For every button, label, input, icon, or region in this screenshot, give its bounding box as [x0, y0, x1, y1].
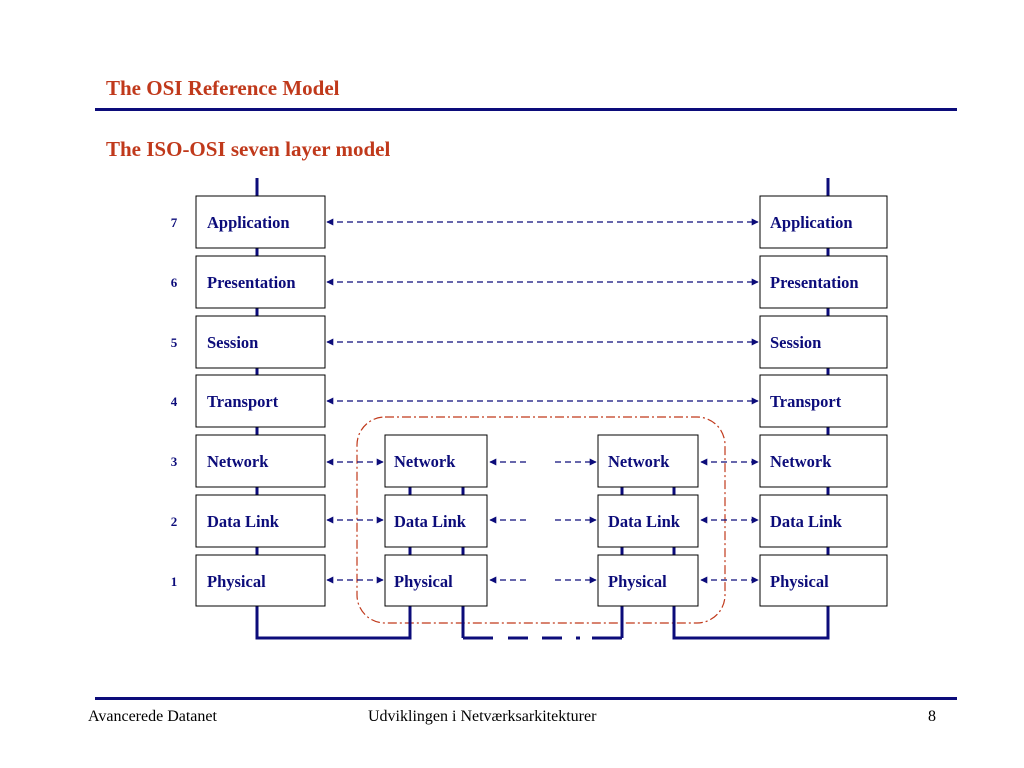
- layer-box: [759, 315, 888, 369]
- layer-box: [195, 315, 326, 369]
- layer-box: [759, 255, 888, 309]
- right-host-layer-network: Network: [759, 434, 888, 488]
- layer-label: Application: [207, 213, 290, 232]
- layer-label: Network: [207, 452, 269, 471]
- router-a-stack: Network Data Link Physical: [384, 434, 488, 607]
- layer-label: Transport: [207, 392, 279, 411]
- left-host-layer-physical: Physical: [195, 554, 326, 607]
- slide-title: The OSI Reference Model: [106, 76, 340, 100]
- layer-box: [384, 554, 488, 607]
- router-b-layer-network: Network: [597, 434, 699, 488]
- layer-label: Data Link: [770, 512, 843, 531]
- layer-label: Data Link: [207, 512, 280, 531]
- right-host-layer-physical: Physical: [759, 554, 888, 607]
- layer-box: [195, 554, 326, 607]
- layer-label: Presentation: [207, 273, 296, 292]
- layer-box: [195, 374, 326, 428]
- router-a-layer-network: Network: [384, 434, 488, 488]
- layer-label: Presentation: [770, 273, 859, 292]
- layer-numbers: 7 6 5 4 3 2 1: [171, 215, 178, 589]
- left-host-layer-session: Session: [195, 315, 326, 369]
- layer-number-3: 3: [171, 454, 178, 469]
- layer-label: Physical: [770, 572, 829, 591]
- layer-label: Network: [394, 452, 456, 471]
- left-host-layer-presentation: Presentation: [195, 255, 326, 309]
- left-host-stack: Application Presentation Session Transpo…: [195, 195, 326, 607]
- layer-label: Data Link: [394, 512, 467, 531]
- layer-label: Data Link: [608, 512, 681, 531]
- layer-box: [759, 195, 888, 249]
- layer-number-1: 1: [171, 574, 178, 589]
- layer-label: Physical: [207, 572, 266, 591]
- layer-number-4: 4: [171, 394, 178, 409]
- left-host-layer-data-link: Data Link: [195, 494, 326, 548]
- right-host-layer-presentation: Presentation: [759, 255, 888, 309]
- layer-label: Transport: [770, 392, 842, 411]
- layer-number-5: 5: [171, 335, 178, 350]
- right-host-stack: Application Presentation Session Transpo…: [759, 195, 888, 607]
- layer-label: Physical: [608, 572, 667, 591]
- layer-label: Network: [770, 452, 832, 471]
- hop-arrows: [326, 458, 759, 584]
- router-a-layer-physical: Physical: [384, 554, 488, 607]
- footer-page-number: 8: [928, 708, 936, 725]
- stack-connectors: [255, 178, 830, 196]
- layer-box: [597, 554, 699, 607]
- link-left-host-to-router-a: [255, 606, 412, 640]
- layer-box: [759, 374, 888, 428]
- layer-box: [195, 255, 326, 309]
- slide-subtitle: The ISO-OSI seven layer model: [106, 137, 391, 161]
- layer-box: [195, 434, 326, 488]
- layer-box: [384, 434, 488, 488]
- layer-label: Physical: [394, 572, 453, 591]
- right-host-layer-application: Application: [759, 195, 888, 249]
- footer-topic: Udviklingen i Netværksarkitekturer: [368, 708, 597, 725]
- router-b-layer-data-link: Data Link: [597, 494, 699, 548]
- layer-label: Session: [770, 333, 821, 352]
- right-host-layer-data-link: Data Link: [759, 494, 888, 548]
- layer-label: Session: [207, 333, 258, 352]
- router-a-layer-data-link: Data Link: [384, 494, 488, 548]
- layer-label: Network: [608, 452, 670, 471]
- right-host-layer-session: Session: [759, 315, 888, 369]
- left-host-layer-application: Application: [195, 195, 326, 249]
- link-router-b-to-right-host: [672, 606, 830, 640]
- layer-box: [195, 494, 326, 548]
- layer-gap-connectors: [255, 248, 830, 555]
- left-host-layer-transport: Transport: [195, 374, 326, 428]
- peer-arrows: [326, 218, 759, 405]
- layer-number-6: 6: [171, 275, 178, 290]
- layer-box: [759, 434, 888, 488]
- left-host-layer-network: Network: [195, 434, 326, 488]
- layer-number-2: 2: [171, 514, 178, 529]
- footer-course: Avancerede Datanet: [88, 708, 217, 725]
- layer-box: [759, 554, 888, 607]
- layer-box: [597, 494, 699, 548]
- router-b-stack: Network Data Link Physical: [597, 434, 699, 607]
- layer-box: [597, 434, 699, 488]
- footer-rule: [95, 697, 957, 700]
- layer-label: Application: [770, 213, 853, 232]
- title-rule: [95, 108, 957, 111]
- right-host-layer-transport: Transport: [759, 374, 888, 428]
- physical-links: [255, 606, 830, 640]
- layer-box: [759, 494, 888, 548]
- router-b-layer-physical: Physical: [597, 554, 699, 607]
- layer-box: [384, 494, 488, 548]
- layer-number-7: 7: [171, 215, 178, 230]
- layer-box: [195, 195, 326, 249]
